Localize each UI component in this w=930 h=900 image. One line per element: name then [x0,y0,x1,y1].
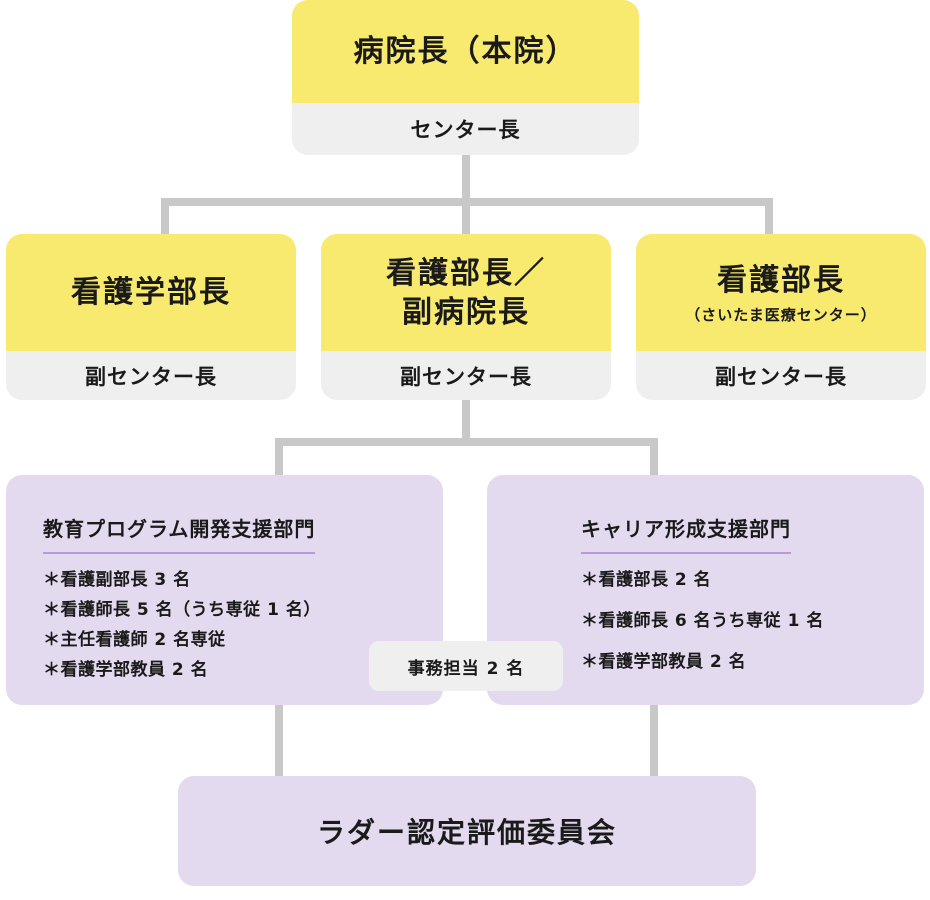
list-item: ＊看護師長 5 名（うち専従 1 名） [43,600,321,620]
dean-card-title-line2: 副病院長 [402,294,530,330]
department-education: 教育プログラム開発支援部門 ＊看護副部長 3 名 ＊看護師長 5 名（うち専従 … [6,475,443,705]
dean-card-title-line1: 看護部長／ [386,255,546,291]
dean-card-role: 副センター長 [6,351,296,400]
dean-card-subtitle: （さいたま医療センター） [685,305,877,324]
connector-dept-right [650,438,658,476]
list-item: ＊看護学部教員 2 名 [43,660,209,680]
list-item: ＊看護学部教員 2 名 [581,652,747,672]
dean-card-nursing-school: 看護学部長 副センター長 [6,234,296,400]
connector-committee-right [650,705,658,777]
department-member-list: ＊看護副部長 3 名 ＊看護師長 5 名（うち専従 1 名） ＊主任看護師 2 … [43,565,321,685]
department-title: 教育プログラム開発支援部門 [43,513,316,554]
department-member-list: ＊看護部長 2 名 ＊看護師長 6 名うち専従 1 名 ＊看護学部教員 2 名 [581,565,824,688]
connector-dept-left [275,438,283,476]
list-item: ＊看護師長 6 名うち専従 1 名 [581,611,824,631]
department-title: キャリア形成支援部門 [581,513,791,554]
connector-director-down [462,155,470,205]
director-role: センター長 [292,103,639,155]
connector-dept-bar [275,438,658,446]
dean-card-role: 副センター長 [636,351,926,400]
connector-dean-left [161,198,169,236]
director-title: 病院長（本院） [353,34,578,69]
ladder-committee-box: ラダー認定評価委員会 [178,776,756,886]
connector-center-down [462,400,470,445]
list-item: ＊看護副部長 3 名 [43,570,191,590]
dean-card-saitama: 看護部長 （さいたま医療センター） 副センター長 [636,234,926,400]
list-item: ＊主任看護師 2 名専従 [43,630,226,650]
list-item: ＊看護部長 2 名 [581,570,712,590]
connector-committee-left [275,705,283,777]
dean-card-nursing-director: 看護部長／ 副病院長 副センター長 [321,234,611,400]
admin-staff-badge: 事務担当 2 名 [369,641,563,691]
dean-card-title: 看護学部長 [71,275,231,310]
connector-dean-right [765,198,773,236]
director-card: 病院長（本院） センター長 [292,0,639,155]
dean-card-role: 副センター長 [321,351,611,400]
connector-dean-center [462,198,470,236]
dean-card-title: 看護部長 [717,262,845,298]
